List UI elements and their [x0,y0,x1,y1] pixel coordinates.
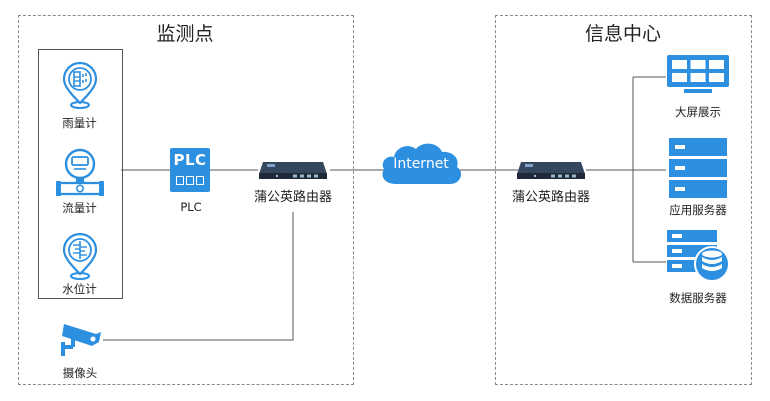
flow-meter-label: 流量计 [62,201,97,215]
right-router: 蒲公英路由器 [503,160,599,212]
app-server: 应用服务器 [656,137,740,217]
camera: 摄像头 [50,312,110,382]
large-screen: 大屏展示 [660,52,736,122]
plc-io-port [186,176,194,185]
plc-icon: PLC [170,148,210,192]
water-level-label: 水位计 [62,282,97,296]
camera-icon [61,324,101,356]
data-server: 数据服务器 [656,228,740,308]
app-server-icon [669,138,727,198]
info-center-zone-title: 信息中心 [584,23,661,45]
large-screen-label: 大屏展示 [675,105,721,119]
info-center-zone-frame [495,15,752,385]
plc-label: PLC [180,200,202,214]
right-router-label: 蒲公英路由器 [511,190,590,205]
sensor-group-frame [38,49,123,299]
rain-gauge: 雨量计 [38,55,121,135]
plc: PLC PLC [160,145,222,215]
camera-label: 摄像头 [62,366,98,380]
left-router: 蒲公英路由器 [245,160,341,212]
internet-cloud: Internet [378,138,464,190]
cloud-icon [382,143,462,184]
rain-gauge-label: 雨量计 [62,116,97,130]
monitoring-zone-title: 监测点 [156,23,214,45]
line-camera-router [103,212,294,341]
large-screen-icon [667,55,729,93]
cloud-label: Internet [393,156,449,172]
app-server-label: 应用服务器 [669,203,727,217]
monitoring-zone-frame [18,15,354,385]
rain-gauge-icon [62,61,98,109]
flow-meter: 流量计 [38,143,121,223]
water-level-gauge: 水位计 [38,228,121,298]
data-server-icon [667,230,730,282]
router-device-icon [259,162,327,179]
plc-io-port [176,176,184,185]
left-router-label: 蒲公英路由器 [253,190,332,205]
data-server-label: 数据服务器 [669,291,727,305]
flow-meter-icon [56,148,104,196]
water-level-icon [62,232,98,280]
plc-icon-text: PLC [173,151,207,169]
router-device-icon [517,162,585,179]
plc-io-port [196,176,204,185]
